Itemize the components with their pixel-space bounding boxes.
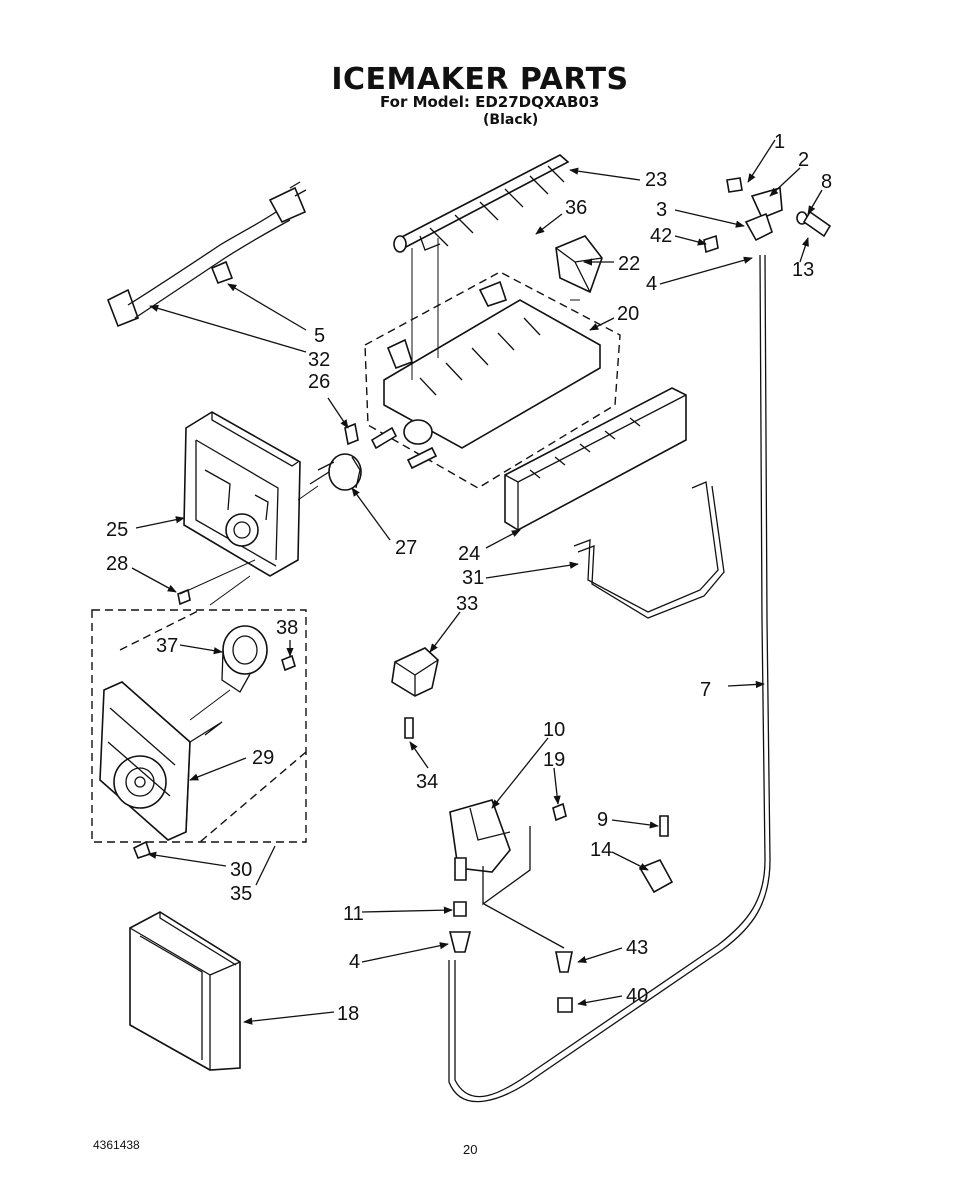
callout-28: 28 [106, 553, 128, 575]
callout-40: 40 [626, 985, 648, 1007]
callout-33: 33 [456, 593, 478, 615]
model-line: For Model: ED27DQXAB03 [380, 93, 600, 111]
callout-23: 23 [645, 169, 667, 191]
screw-part-19 [552, 802, 567, 822]
nut-part-11 [453, 901, 467, 917]
callout-37: 37 [156, 635, 178, 657]
callout-4b: 4 [349, 951, 360, 973]
callout-4a: 4 [646, 273, 657, 295]
document-number: 4361438 [93, 1138, 140, 1152]
callout-8: 8 [821, 171, 832, 193]
callout-32: 32 [308, 349, 330, 371]
callout-30: 30 [230, 859, 252, 881]
motor-part [309, 453, 362, 491]
callout-10: 10 [543, 719, 565, 741]
callout-11: 11 [343, 903, 364, 925]
screw-part-26 [344, 422, 359, 446]
clamp-part-14 [638, 858, 674, 894]
screw-part-30 [132, 840, 152, 859]
insert-part-4 [448, 931, 472, 953]
screw-part-34 [404, 717, 414, 739]
water-valve-part [449, 799, 531, 906]
callout-26: 26 [308, 371, 330, 393]
feeler-arm-part [573, 481, 725, 619]
callout-9: 9 [597, 809, 608, 831]
callout-2: 2 [798, 149, 809, 171]
callout-25: 25 [106, 519, 128, 541]
callout-29: 29 [252, 747, 274, 769]
shutoff-arm-part [555, 235, 603, 294]
callout-19: 19 [543, 749, 565, 771]
color-line: (Black) [483, 112, 539, 128]
harness-clip-part [210, 260, 234, 285]
module-motor-part [221, 625, 268, 693]
callout-5: 5 [314, 325, 325, 347]
callout-3: 3 [656, 199, 667, 221]
fill-tube-fitting-part [703, 177, 832, 254]
callout-13: 13 [792, 259, 814, 281]
fill-tube-part [454, 254, 766, 1098]
callout-43: 43 [626, 937, 648, 959]
front-cover-part [129, 911, 241, 1071]
callout-14: 14 [590, 839, 612, 861]
nut-part-40 [557, 997, 573, 1013]
callout-1: 1 [774, 131, 785, 153]
callout-31: 31 [462, 567, 484, 589]
ice-ejector-part [393, 154, 570, 253]
page-number: 20 [463, 1142, 478, 1157]
callout-7: 7 [700, 679, 711, 701]
callout-38: 38 [276, 617, 298, 639]
callout-22: 22 [618, 253, 640, 275]
callout-27: 27 [395, 537, 417, 559]
control-housing-part [183, 411, 301, 577]
page-title: ICEMAKER PARTS [331, 62, 629, 97]
callout-36: 36 [565, 197, 587, 219]
module-kit-part [91, 609, 307, 843]
callout-42: 42 [650, 225, 672, 247]
callout-numbers: 1 2 3 4 5 7 8 9 10 11 13 14 18 19 20 22 … [106, 131, 832, 1025]
screw-part-38 [281, 654, 296, 672]
ice-stripper-part [504, 387, 687, 531]
fill-tube-outline [448, 254, 771, 1103]
callout-20: 20 [617, 303, 639, 325]
mold-and-heater-part [364, 271, 621, 489]
callout-24: 24 [458, 543, 480, 565]
callout-18: 18 [337, 1003, 359, 1025]
grommet-part-43 [555, 951, 573, 973]
callout-leaders [131, 139, 823, 1025]
callout-35: 35 [230, 883, 252, 905]
callout-34: 34 [416, 771, 438, 793]
wire-harness-part [106, 181, 307, 328]
bracket-part [391, 647, 439, 697]
screw-part-9 [659, 815, 669, 837]
